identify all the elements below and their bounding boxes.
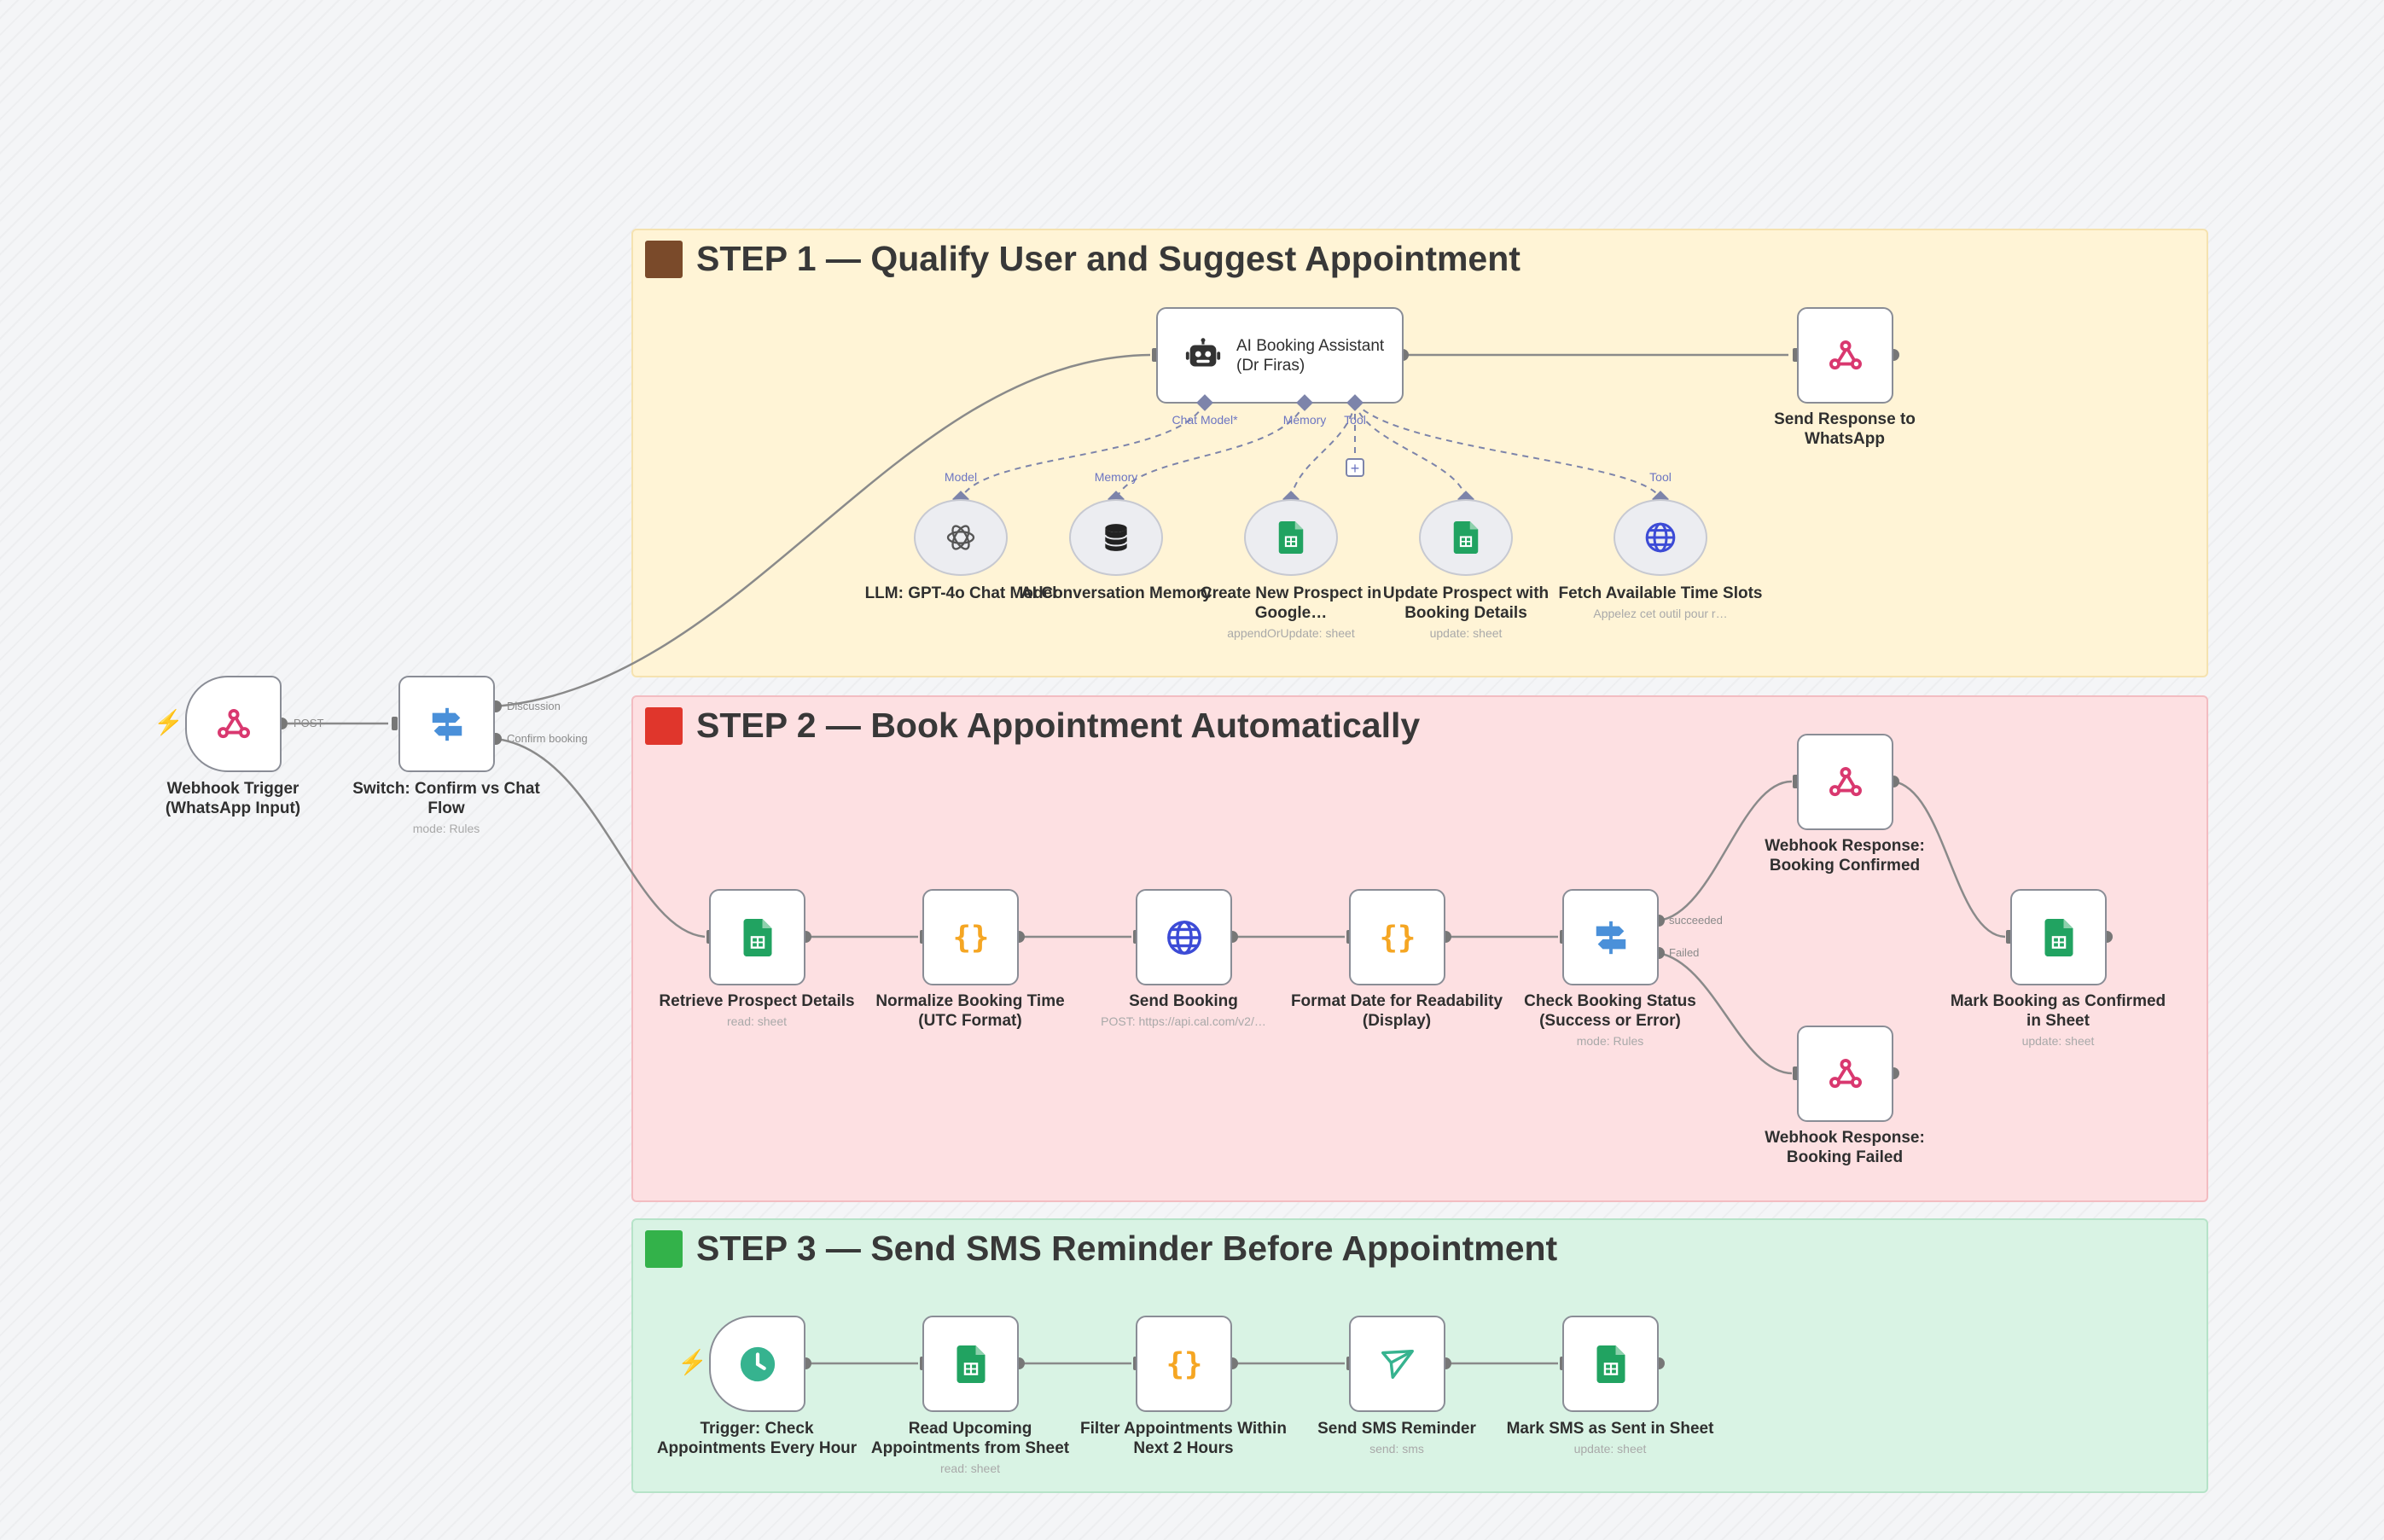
node-webhook-response-confirmed[interactable] <box>1797 734 1893 830</box>
agent-port-label-tool: Tool <box>1344 413 1366 427</box>
google-sheets-icon <box>2044 918 2073 956</box>
label-create-prospect: Create New Prospect in Google…appendOrUp… <box>1200 584 1382 640</box>
green-square-icon <box>645 1229 683 1268</box>
label-resp-failed: Webhook Response: Booking Failed <box>1765 1129 1925 1166</box>
red-square-icon <box>645 706 683 745</box>
sub-port-label-memory: Memory <box>1094 470 1138 484</box>
sub-port-label-tool: Tool <box>1649 470 1672 484</box>
switch-icon <box>1596 921 1625 954</box>
node-webhook-trigger[interactable] <box>185 676 282 772</box>
label-llm: LLM: GPT-4o Chat Model <box>864 584 1057 602</box>
node-ai-booking-assistant[interactable]: AI Booking Assistant (Dr Firas) <box>1156 307 1404 404</box>
node-read-upcoming-appointments[interactable] <box>922 1316 1019 1412</box>
sticky-title-step3: STEP 3 — Send SMS Reminder Before Appoin… <box>645 1229 1557 1269</box>
conn-label-succeeded: succeeded <box>1669 914 1723 927</box>
node-webhook-response-failed[interactable] <box>1797 1026 1893 1122</box>
port-switch-in[interactable] <box>392 717 398 730</box>
node-normalize-booking-time[interactable]: {} <box>922 889 1019 985</box>
trigger-bolt-icon: ⚡ <box>677 1349 707 1375</box>
port-mark-confirmed-in[interactable] <box>2006 930 2012 944</box>
node-update-prospect[interactable] <box>1419 499 1513 576</box>
label-resp-confirmed: Webhook Response: Booking Confirmed <box>1765 837 1925 875</box>
code-icon: {} <box>1166 1346 1202 1381</box>
port-failed-in[interactable] <box>1793 1066 1799 1080</box>
sticky-title-step2: STEP 2 — Book Appointment Automatically <box>645 706 1420 746</box>
node-check-booking-status[interactable] <box>1562 889 1659 985</box>
globe-icon <box>1166 920 1201 955</box>
port-send-response-in[interactable] <box>1793 348 1799 362</box>
label-format-date: Format Date for Readability (Display) <box>1290 992 1503 1030</box>
agent-port-label-memory: Memory <box>1282 413 1327 427</box>
node-ai-conversation-memory[interactable] <box>1069 499 1163 576</box>
openai-icon <box>946 525 975 550</box>
code-icon: {} <box>1379 920 1416 955</box>
trigger-bolt-icon: ⚡ <box>154 709 183 735</box>
code-icon: {} <box>952 920 989 955</box>
clock-icon <box>740 1346 775 1381</box>
label-ai-booking-assistant: AI Booking Assistant (Dr Firas) <box>1236 336 1385 375</box>
conn-label-confirm-booking: Confirm booking <box>507 732 588 745</box>
agent-port-label-chat-model: Chat Model* <box>1172 413 1238 427</box>
google-sheets-icon <box>957 1345 985 1383</box>
node-mark-booking-confirmed[interactable] <box>2010 889 2107 985</box>
robot-icon <box>1185 337 1221 366</box>
webhook-icon <box>1829 1058 1862 1088</box>
node-fetch-available-slots[interactable] <box>1614 499 1707 576</box>
sticky-note-step3[interactable]: STEP 3 — Send SMS Reminder Before Appoin… <box>631 1218 2208 1493</box>
node-format-date[interactable]: {} <box>1349 889 1445 985</box>
send-icon <box>1381 1349 1414 1379</box>
svg-text:{}: {} <box>1166 1346 1202 1381</box>
webhook-icon <box>1829 340 1862 369</box>
node-send-sms-reminder[interactable] <box>1349 1316 1445 1412</box>
port-confirmed-in[interactable] <box>1793 775 1799 788</box>
sub-port-label-model: Model <box>944 470 978 484</box>
sticky-title-step1: STEP 1 — Qualify User and Suggest Appoin… <box>645 239 1521 279</box>
google-sheets-icon <box>1453 521 1479 554</box>
google-sheets-icon <box>743 918 771 956</box>
globe-icon <box>1645 522 1676 553</box>
node-llm-gpt4o[interactable] <box>914 499 1008 576</box>
conn-label-failed: Failed <box>1669 946 1700 959</box>
webhook-icon <box>217 708 250 738</box>
database-icon <box>1104 524 1128 551</box>
node-schedule-trigger[interactable] <box>709 1316 805 1412</box>
port-agent-in[interactable] <box>1152 348 1158 362</box>
label-memory: AI Conversation Memory <box>1020 584 1212 602</box>
webhook-icon <box>1829 766 1862 796</box>
node-send-response-whatsapp[interactable] <box>1797 307 1893 404</box>
svg-text:{}: {} <box>952 920 989 955</box>
node-switch-confirm-chat[interactable] <box>398 676 495 772</box>
conn-label-post: POST <box>294 717 324 729</box>
node-send-booking[interactable] <box>1136 889 1232 985</box>
label-check-status: Check Booking Status (Success or Error)m… <box>1524 992 1696 1048</box>
node-mark-sms-sent[interactable] <box>1562 1316 1659 1412</box>
node-filter-appointments[interactable]: {} <box>1136 1316 1232 1412</box>
google-sheets-icon <box>1596 1345 1625 1383</box>
label-webhook-trigger: Webhook Trigger (WhatsApp Input) <box>165 780 301 817</box>
node-create-new-prospect[interactable] <box>1244 499 1338 576</box>
label-send-response: Send Response to WhatsApp <box>1774 410 1916 448</box>
label-normalize-time: Normalize Booking Time (UTC Format) <box>875 992 1065 1030</box>
conn-label-discussion: Discussion <box>507 700 561 712</box>
brown-square-icon <box>645 240 683 278</box>
add-tool-button[interactable]: + <box>1346 458 1364 477</box>
svg-text:{}: {} <box>1379 920 1416 955</box>
google-sheets-icon <box>1278 521 1304 554</box>
label-schedule-trigger: Trigger: Check Appointments Every Hour <box>656 1420 858 1457</box>
label-filter-appointments: Filter Appointments Within Next 2 Hours <box>1080 1420 1287 1457</box>
node-retrieve-prospect-details[interactable] <box>709 889 805 985</box>
switch-icon <box>432 707 462 741</box>
